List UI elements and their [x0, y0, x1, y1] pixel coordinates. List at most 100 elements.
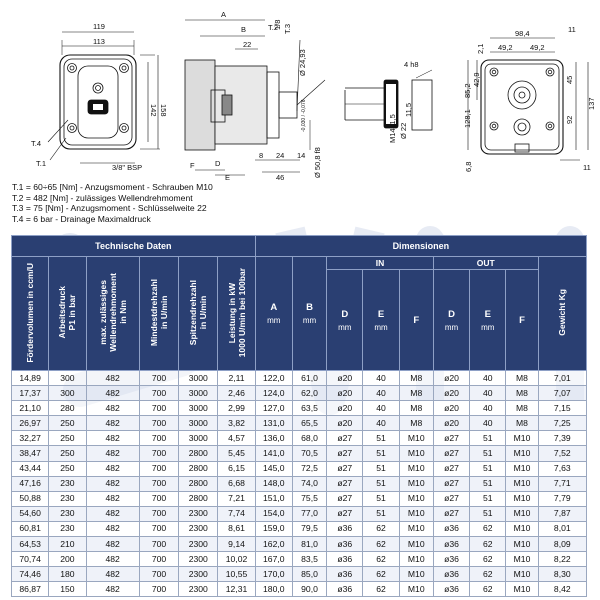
table-cell: 154,0	[254, 505, 293, 522]
dim-984: 98,4	[515, 29, 530, 38]
table-cell: 2800	[178, 445, 219, 462]
table-cell: 300	[48, 369, 87, 387]
table-cell: 5,45	[217, 445, 256, 462]
table-cell: M8	[505, 400, 539, 417]
table-cell: ø20	[326, 400, 364, 417]
table-cell: 51	[362, 445, 400, 462]
table-cell: M10	[398, 505, 434, 522]
table-cell: 482	[85, 581, 140, 598]
table-cell: 124,0	[254, 385, 293, 402]
dim-137: 137	[587, 97, 596, 110]
note-t2: T.2 = 482 [Nm] - zulässiges Wellendrehmo…	[12, 192, 193, 203]
table-cell: ø20	[432, 385, 471, 402]
table-cell: 50,88	[10, 490, 50, 507]
table-cell: M10	[398, 551, 434, 568]
table-cell: 700	[138, 566, 180, 583]
table-cell: 2300	[178, 505, 219, 522]
table-cell: 62	[469, 581, 507, 598]
table-cell: 10,02	[217, 551, 256, 568]
table-cell: 141,0	[254, 445, 293, 462]
table-cell: 10,55	[217, 566, 256, 583]
table-cell: 482	[85, 520, 140, 538]
table-cell: 9,14	[217, 536, 256, 553]
table-cell: M10	[398, 475, 434, 492]
table-cell: 54,60	[10, 505, 50, 522]
table-cell: 300	[48, 385, 87, 402]
table-cell: 3000	[178, 400, 219, 417]
table-cell: 482	[85, 385, 140, 402]
table-cell: 482	[85, 445, 140, 462]
table-cell: 7,52	[537, 445, 588, 462]
dim-21: 2,1	[476, 44, 485, 54]
dim-22-side: 22	[243, 40, 251, 49]
table-cell: 61,0	[291, 369, 328, 387]
table-cell: 230	[48, 505, 87, 522]
dim-142: 142	[149, 104, 158, 117]
table-cell: 150	[48, 581, 87, 598]
table-cell: ø20	[432, 400, 471, 417]
table-cell: 40	[362, 385, 400, 402]
table-cell: 230	[48, 490, 87, 507]
table-cell: 148,0	[254, 475, 293, 492]
technical-drawing: 119 113 142 158 T.4 T.1 3/8" BSP A B 22 …	[31, 10, 596, 180]
table-cell: 86,87	[10, 581, 50, 598]
table-cell: ø36	[326, 536, 364, 553]
note-t3: T.3 = 75 [Nm] - Anzugsmoment - Schlüssel…	[12, 203, 207, 214]
table-cell: ø20	[326, 385, 364, 402]
table-cell: 180,0	[254, 581, 293, 598]
table-cell: ø36	[432, 581, 471, 598]
dim-d-side: D	[215, 159, 221, 168]
table-cell: 2300	[178, 536, 219, 553]
dim-492a: 49,2	[498, 43, 513, 52]
port-label: 3/8" BSP	[112, 163, 142, 172]
table-cell: 8,01	[537, 520, 588, 538]
table-cell: 700	[138, 581, 180, 598]
dim-852: 85,2	[463, 83, 472, 98]
table-cell: 250	[48, 445, 87, 462]
table-cell: M10	[398, 445, 434, 462]
table-cell: 280	[48, 400, 87, 417]
table-cell: 7,21	[217, 490, 256, 507]
table-cell: 482	[85, 551, 140, 568]
dim-46: 46	[276, 173, 284, 180]
table-cell: M10	[505, 566, 539, 583]
table-cell: 482	[85, 400, 140, 417]
table-cell: 32,27	[10, 430, 50, 447]
dim-shaft: Ø 50,8 f8	[313, 147, 322, 178]
table-cell: 2800	[178, 490, 219, 507]
table-cell: 7,63	[537, 460, 588, 477]
table-cell: M8	[505, 369, 539, 387]
table-cell: 180	[48, 566, 87, 583]
table-cell: ø27	[432, 460, 471, 477]
table-cell: 40	[469, 369, 507, 387]
table-cell: M10	[398, 490, 434, 507]
table-cell: ø27	[432, 445, 471, 462]
group-header-tech: Technische Daten	[11, 235, 256, 257]
table-cell: 700	[138, 385, 180, 402]
table-cell: 7,39	[537, 430, 588, 447]
table-cell: ø20	[432, 415, 471, 432]
dim-a-label: A	[221, 10, 226, 19]
table-cell: ø27	[326, 490, 364, 507]
table-cell: 2,11	[217, 369, 256, 387]
dim-f-side: F	[190, 161, 195, 170]
label-18: 1/8	[273, 20, 282, 30]
table-cell: 151,0	[254, 490, 293, 507]
table-cell: M8	[398, 369, 434, 387]
table-cell: 40	[469, 415, 507, 432]
table-cell: 7,74	[217, 505, 256, 522]
side-view	[184, 19, 326, 176]
table-cell: ø27	[432, 430, 471, 447]
table-cell: M10	[398, 460, 434, 477]
table-cell: 51	[469, 430, 507, 447]
table-cell: 81,0	[291, 536, 328, 553]
table-cell: M10	[398, 581, 434, 598]
